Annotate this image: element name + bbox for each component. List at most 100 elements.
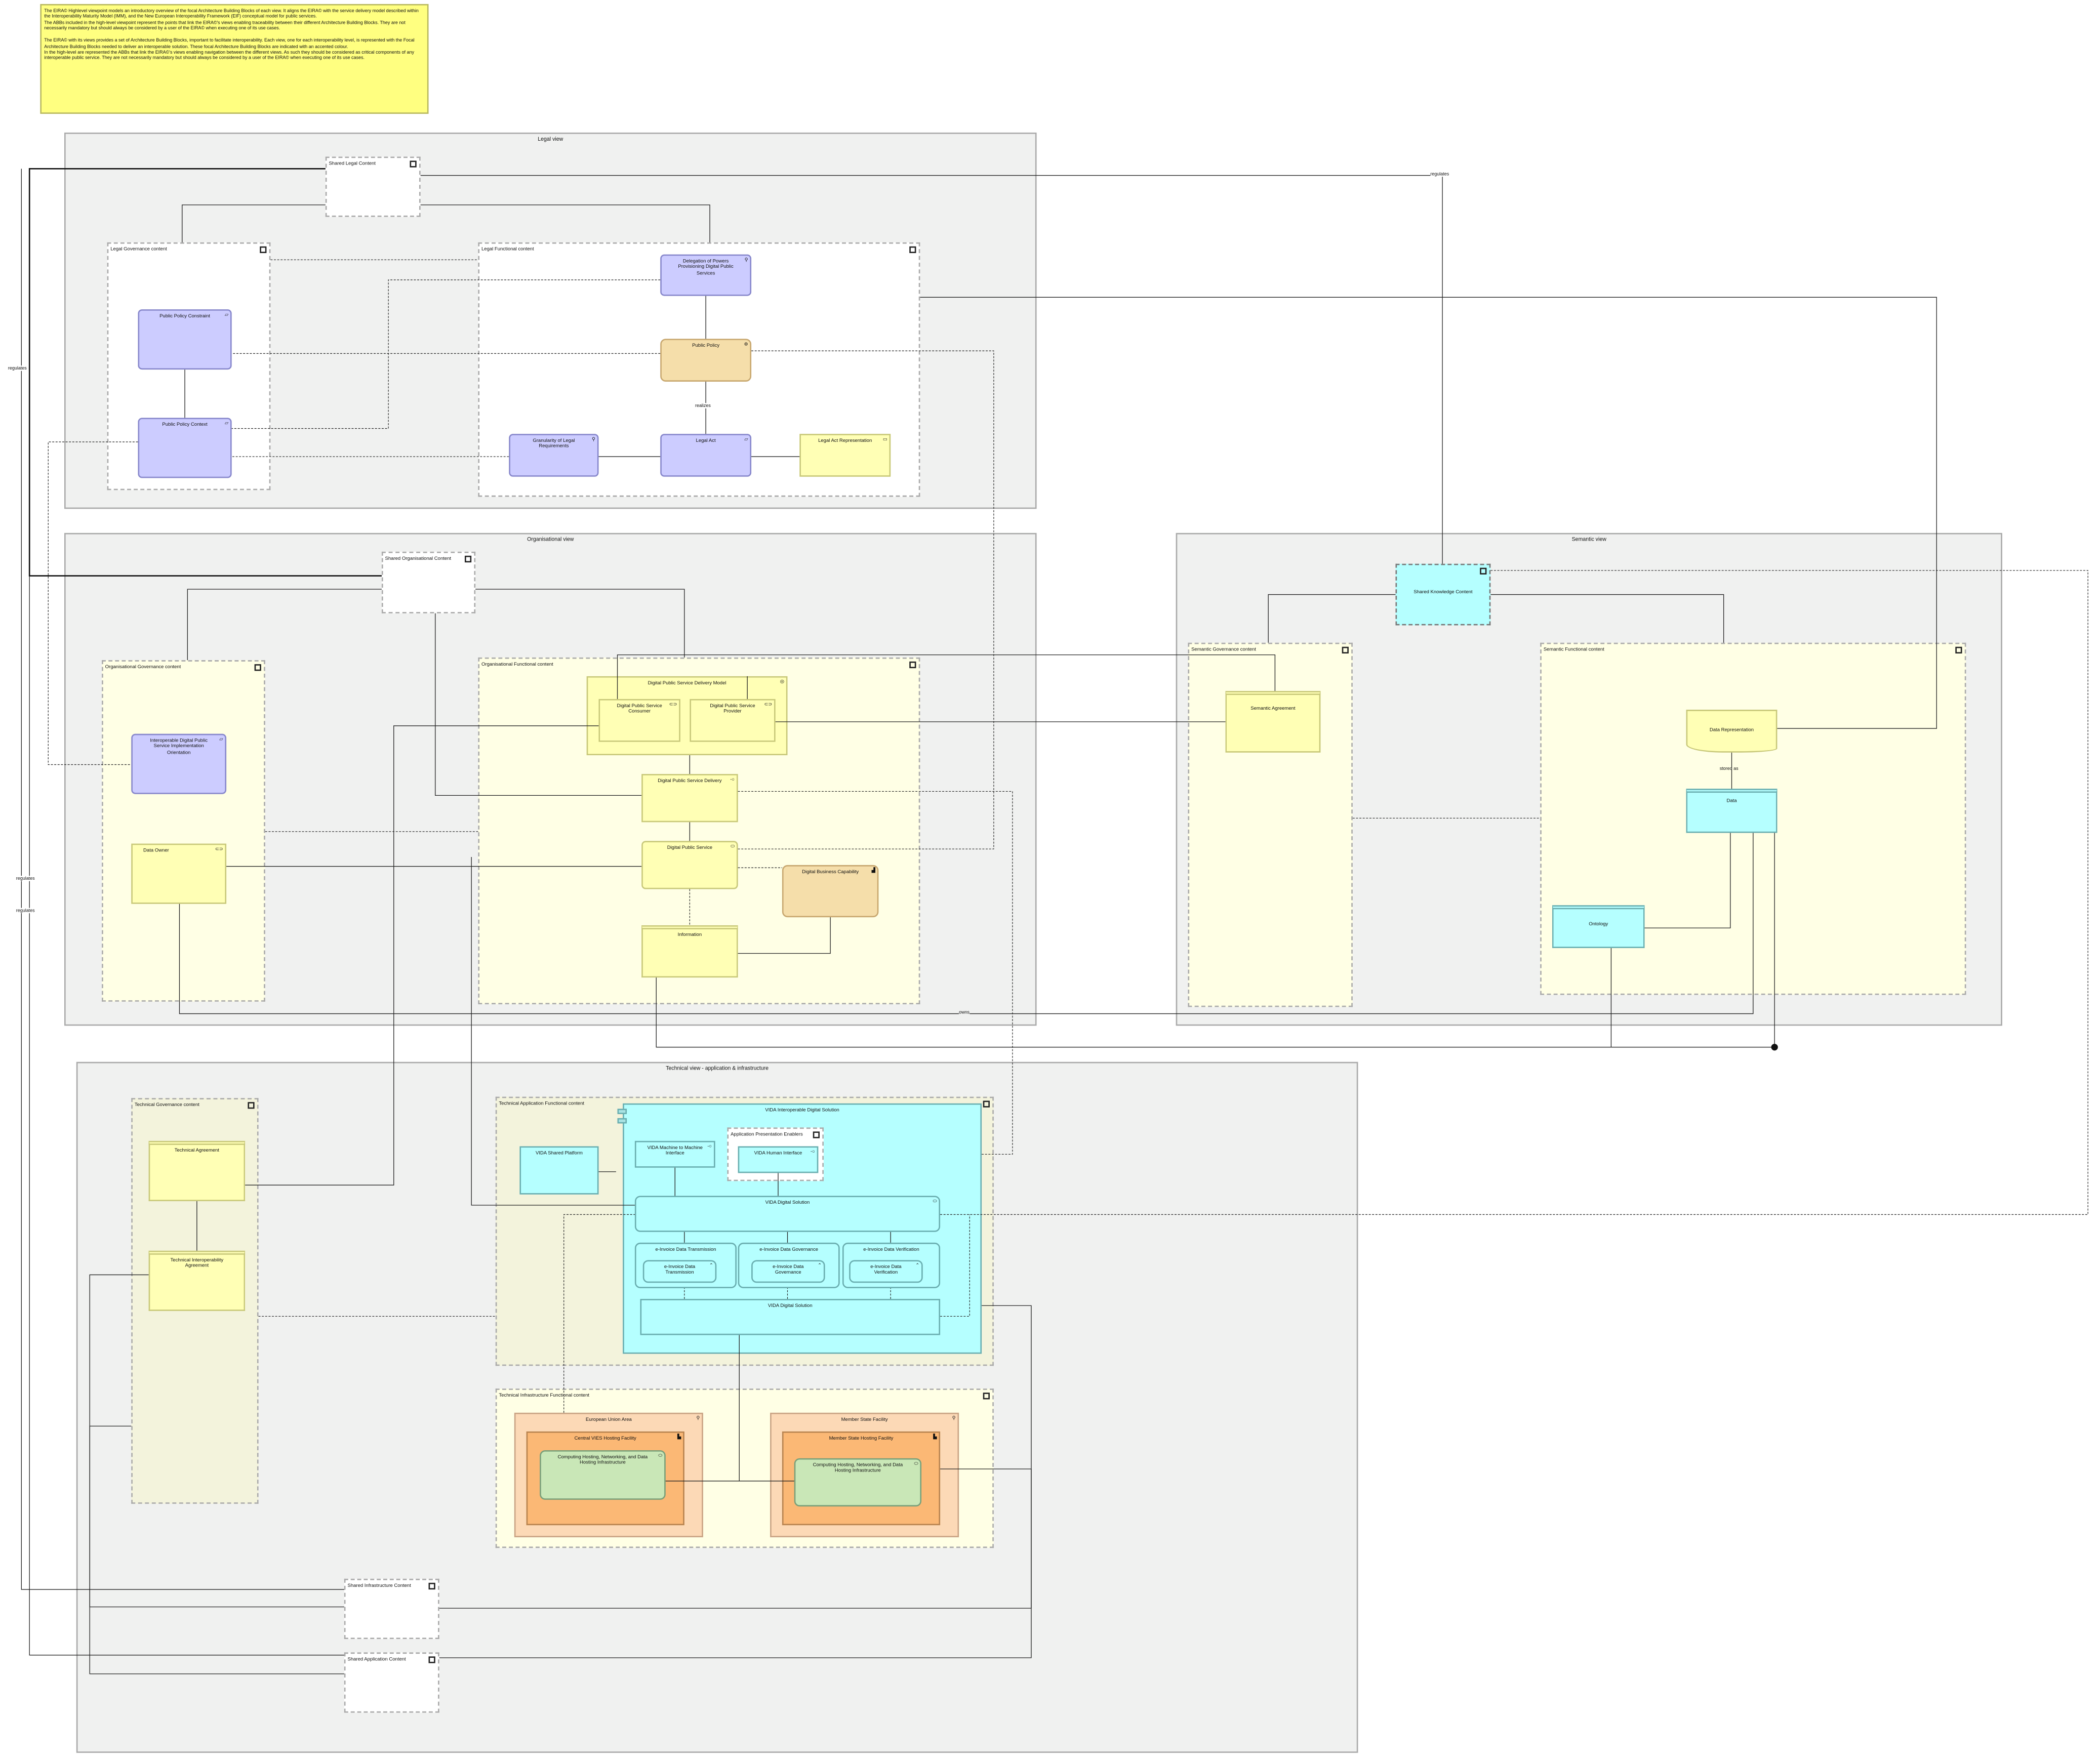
public-policy-context[interactable]: Public Policy Context▱ xyxy=(138,418,232,478)
label: VIDA Machine to Machine Interface xyxy=(647,1144,703,1157)
service-icon: ⬭ xyxy=(914,1460,918,1466)
realization-line xyxy=(738,350,994,849)
influence-line xyxy=(48,441,138,765)
semantic-agreement[interactable]: Semantic Agreement xyxy=(1225,691,1321,753)
label: Shared Knowledge Content xyxy=(1414,589,1473,595)
label: Digital Public Service Delivery xyxy=(658,778,722,784)
label: Technical Application Functional content xyxy=(499,1100,585,1107)
label: Public Policy Constraint xyxy=(159,313,210,319)
einvoice-governance-function[interactable]: e-Invoice Data Governance⌃ xyxy=(751,1260,825,1283)
shared-organisational-content[interactable]: Shared Organisational Content xyxy=(381,551,476,614)
description-note: The EIRA© Highlevel viewpoint models an … xyxy=(40,4,429,114)
vida-human-interface[interactable]: VIDA Human Interface-○ xyxy=(738,1146,819,1173)
label: Legal Functional content xyxy=(481,246,534,252)
association-line xyxy=(665,1335,794,1482)
label: Technical Governance content xyxy=(134,1102,199,1108)
label: Digital Public Service xyxy=(667,845,713,850)
label: Shared Organisational Content xyxy=(385,555,452,561)
data-representation[interactable]: Data Representation xyxy=(1686,710,1778,753)
public-policy-constraint[interactable]: Public Policy Constraint▱ xyxy=(138,309,232,370)
regulates-label: regulates xyxy=(16,876,35,881)
shared-legal-content[interactable]: Shared Legal Content xyxy=(325,156,421,217)
realization-line xyxy=(738,791,1013,1155)
ontology[interactable]: Ontology xyxy=(1552,905,1645,948)
folder-icon xyxy=(982,1393,990,1399)
location-icon: ⚲ xyxy=(952,1414,956,1420)
regulates-line xyxy=(21,169,344,1590)
public-policy[interactable]: Public Policy ⊛ xyxy=(660,339,752,382)
computing-hosting-infrastructure-ms[interactable]: Computing Hosting, Networking, and Data … xyxy=(794,1458,922,1507)
legal-view-title: Legal view xyxy=(538,135,563,142)
label: Digital Public Service Consumer xyxy=(617,703,662,715)
label: Digital Public Service Delivery Model xyxy=(648,680,726,686)
vida-m2m-interface[interactable]: VIDA Machine to Machine Interface -○ xyxy=(634,1140,715,1168)
label: Ontology xyxy=(1589,921,1608,927)
assessment-icon: ⚲ xyxy=(592,436,595,441)
junction-dot xyxy=(1771,1044,1778,1051)
organisational-governance-content[interactable]: Organisational Governance content xyxy=(102,660,265,1002)
association-line xyxy=(920,297,1937,729)
label: Data Owner xyxy=(143,847,169,853)
information[interactable]: Information xyxy=(641,925,738,978)
aggregation-line xyxy=(439,1305,1032,1609)
association-line xyxy=(738,917,831,954)
shared-knowledge-content[interactable]: Shared Knowledge Content xyxy=(1395,563,1491,626)
regulates-label: regulates xyxy=(1430,171,1449,177)
technical-view-title: Technical view - application & infrastru… xyxy=(666,1065,769,1072)
folder-icon xyxy=(247,1102,255,1109)
facility-icon: ▙ xyxy=(933,1433,937,1439)
einvoice-transmission-function[interactable]: e-Invoice Data Transmission⌃ xyxy=(642,1260,717,1283)
label: Delegation of Powers Provisioning Digita… xyxy=(678,258,734,276)
driver-icon: ⊛ xyxy=(744,341,748,346)
technical-agreement[interactable]: Technical Agreement xyxy=(148,1140,246,1201)
dps-delivery[interactable]: Digital Public Service Delivery-○ xyxy=(641,774,738,823)
service-icon: ⬭ xyxy=(933,1198,937,1203)
digital-business-capability[interactable]: Digital Business Capability▟ xyxy=(782,865,879,918)
label: e-Invoice Data Verification xyxy=(863,1246,919,1252)
label: VIDA Digital Solution xyxy=(765,1200,810,1205)
dps-provider[interactable]: Digital Public Service Provider⊂⊃ xyxy=(690,699,776,742)
vida-digital-solution-component[interactable]: VIDA Digital Solution xyxy=(640,1299,941,1335)
owns-line xyxy=(179,833,1754,1014)
label: e-Invoice Data Transmission xyxy=(655,1246,716,1252)
data-owner[interactable]: Data Owner⊂⊃ xyxy=(131,843,227,904)
computing-hosting-infrastructure-eu[interactable]: Computing Hosting, Networking, and Data … xyxy=(540,1450,666,1500)
influence-line xyxy=(231,279,661,429)
interoperable-dps-implementation-orientation[interactable]: Interoperable Digital Public Service Imp… xyxy=(131,733,227,794)
association-line xyxy=(89,1425,344,1608)
folder-icon xyxy=(1954,646,1962,653)
semantic-view-title: Semantic view xyxy=(1571,536,1606,543)
shared-infrastructure-content[interactable]: Shared Infrastructure Content xyxy=(344,1578,439,1639)
folder-icon xyxy=(1341,646,1349,653)
shared-application-content[interactable]: Shared Application Content xyxy=(344,1652,439,1713)
legal-act-representation[interactable]: Legal Act Representation▭ xyxy=(799,434,891,477)
vida-shared-platform[interactable]: VIDA Shared Platform xyxy=(519,1146,599,1195)
label: Public Policy Context xyxy=(162,422,208,427)
realization-line xyxy=(689,867,782,925)
vida-digital-solution-service[interactable]: VIDA Digital Solution ⬭ xyxy=(634,1196,941,1232)
label: e-Invoice Data Transmission xyxy=(664,1264,696,1276)
granularity-of-legal-requirements[interactable]: Granularity of Legal Requirements⚲ xyxy=(509,434,599,477)
representation-icon: ▭ xyxy=(882,436,887,441)
dps-consumer[interactable]: Digital Public Service Consumer⊂⊃ xyxy=(598,699,680,742)
label: e-Invoice Data Verification xyxy=(870,1264,902,1276)
aggregation-line xyxy=(435,613,642,796)
composition-line xyxy=(684,1232,891,1243)
delegation-of-powers[interactable]: Delegation of Powers Provisioning Digita… xyxy=(660,254,752,296)
label: e-Invoice Data Governance xyxy=(773,1264,804,1276)
label: Interoperable Digital Public Service Imp… xyxy=(150,738,208,755)
label: e-Invoice Data Governance xyxy=(759,1246,819,1252)
aggregation-line xyxy=(1268,594,1724,643)
interface-icon: -○ xyxy=(707,1142,712,1149)
digital-public-service[interactable]: Digital Public Service⬭ xyxy=(641,841,738,889)
einvoice-verification-function[interactable]: e-Invoice Data Verification⌃ xyxy=(849,1260,923,1283)
label: Public Policy xyxy=(692,343,720,348)
technical-interoperability-agreement[interactable]: Technical Interoperability Agreement xyxy=(148,1250,246,1311)
legal-act[interactable]: Legal Act▱ xyxy=(660,434,752,477)
label: European Union Area xyxy=(585,1416,632,1422)
label: Member State Hosting Facility xyxy=(829,1435,894,1441)
label: Shared Legal Content xyxy=(329,160,376,167)
folder-icon xyxy=(812,1131,820,1138)
data[interactable]: Data xyxy=(1686,789,1778,833)
